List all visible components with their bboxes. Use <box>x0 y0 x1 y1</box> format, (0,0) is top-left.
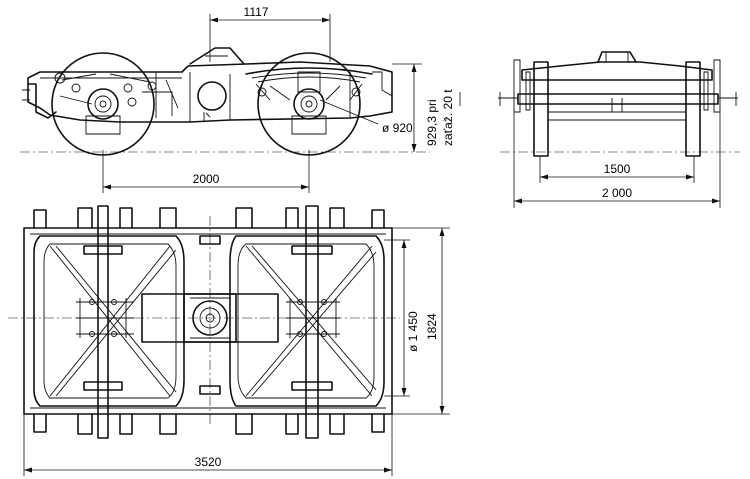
dim-frame-width: 1824 <box>425 313 439 340</box>
dim-wheelbase: 2000 <box>193 172 220 186</box>
dim-frame-length: 3520 <box>195 455 222 469</box>
dim-bolster-offset: 1117 <box>244 5 269 19</box>
dim-end-width: 2 000 <box>602 186 632 200</box>
dim-height-loaded-value: 929,3 pri <box>425 99 439 146</box>
dim-rail-gauge: 1500 <box>604 162 631 176</box>
end-view <box>498 51 740 208</box>
dim-pivot-diameter: ø 1 450 <box>406 311 420 352</box>
plan-view <box>8 205 450 476</box>
dim-wheel-diameter: ø 920 <box>382 121 413 135</box>
side-elevation-view <box>20 14 461 193</box>
dim-height-loaded-note: zaťaž. 20 t <box>441 89 455 146</box>
